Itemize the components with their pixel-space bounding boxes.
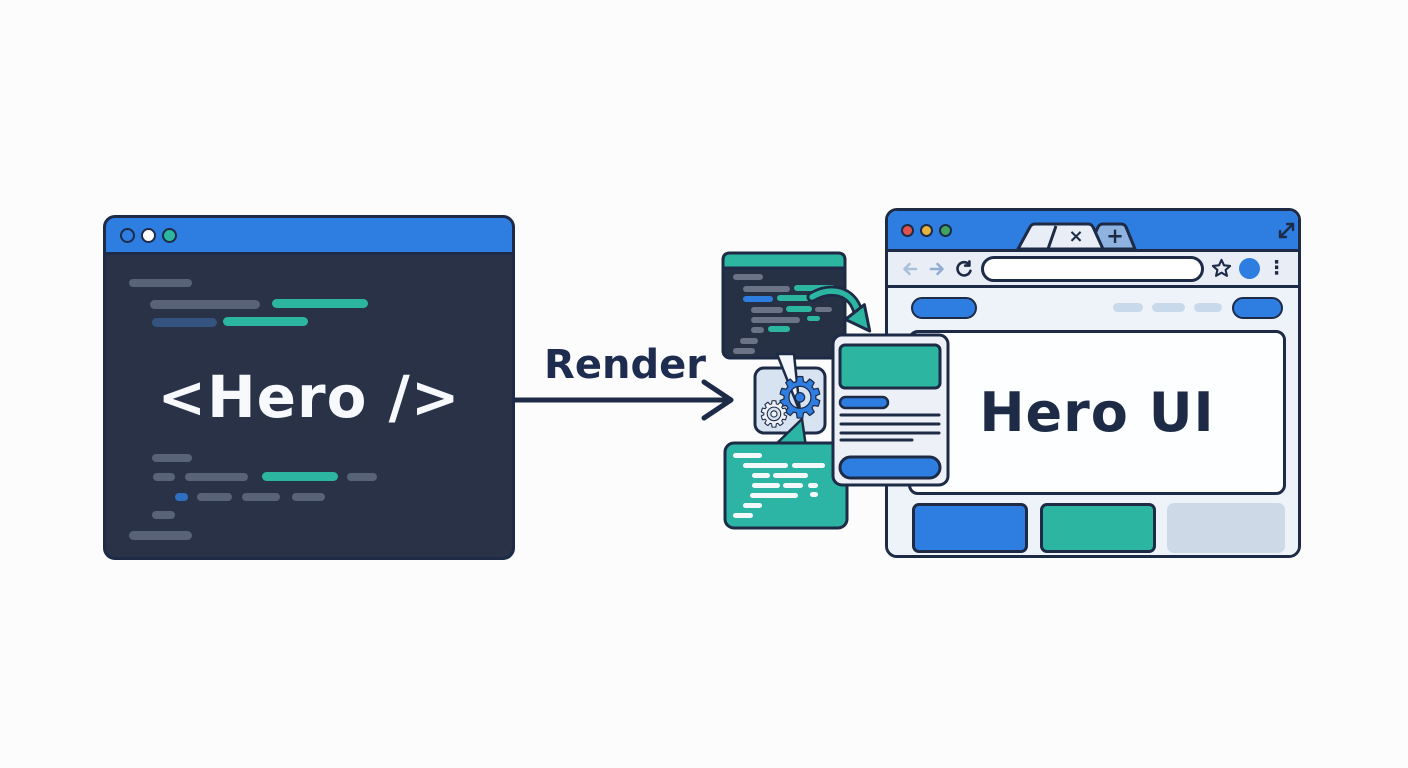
maximize-window-icon	[939, 224, 952, 237]
code-line-pill	[152, 318, 217, 327]
tab-divider	[1046, 225, 1058, 250]
code-line-pill	[175, 493, 188, 501]
code-line-pill	[242, 493, 280, 501]
bookmark-star-icon	[1211, 258, 1232, 277]
gear-icon: ⚙	[759, 395, 789, 435]
cta-button-pill	[1232, 297, 1283, 319]
code-line-pill	[292, 493, 325, 501]
browser-window: × +	[885, 208, 1301, 558]
expand-icon	[1278, 222, 1295, 239]
render-pipeline-cluster: ⚙ ⚙	[721, 251, 950, 530]
teal-code-bubble	[723, 441, 849, 530]
component-tag-text: <Hero />	[157, 363, 461, 431]
address-bar	[981, 255, 1204, 282]
new-tab-plus-icon: +	[1106, 224, 1124, 248]
code-line-pill	[347, 473, 377, 481]
code-line-pill	[129, 531, 192, 540]
curved-arrow-icon	[806, 285, 872, 333]
card-image-placeholder	[838, 343, 942, 390]
forward-icon	[929, 262, 944, 275]
card-text-lines	[839, 413, 941, 442]
browser-toolbar: ⋮	[888, 252, 1298, 288]
close-window-icon	[901, 224, 914, 237]
window-control-icon	[162, 227, 177, 243]
window-control-icon	[120, 227, 135, 243]
mini-window-header	[721, 251, 847, 270]
browser-viewport: Hero UI	[888, 288, 1298, 555]
code-line-pill	[223, 317, 308, 326]
code-line-pill	[150, 300, 260, 309]
render-label: Render	[544, 342, 706, 388]
minimize-window-icon	[920, 224, 933, 237]
build-gear-box: ⚙ ⚙	[753, 352, 827, 449]
active-tab	[1016, 222, 1105, 251]
nav-link-pill	[1194, 303, 1222, 312]
code-line-pill	[272, 299, 368, 308]
code-editor-window: <Hero />	[103, 215, 515, 560]
nav-link-pill	[1113, 303, 1143, 312]
content-card-light	[1167, 503, 1285, 553]
mini-code-window	[721, 251, 847, 360]
content-card-blue	[912, 503, 1028, 553]
browser-titlebar: × +	[888, 211, 1298, 252]
editor-code-area: <Hero />	[106, 255, 512, 557]
tab-close-icon: ×	[1068, 226, 1083, 247]
code-line-pill	[129, 279, 192, 287]
code-line-pill	[153, 473, 175, 481]
reload-icon	[956, 259, 972, 277]
browser-window-controls	[901, 224, 952, 237]
gear-icon: ⚙	[776, 367, 824, 430]
code-line-pill	[262, 472, 338, 481]
code-line-pill	[197, 493, 232, 501]
code-line-pill	[152, 454, 192, 462]
render-arrow-icon	[512, 379, 734, 421]
profile-avatar	[1239, 258, 1260, 279]
code-to-gear-tail	[775, 352, 802, 414]
content-card-teal	[1040, 503, 1156, 553]
card-button-pill	[838, 455, 942, 480]
site-logo-pill	[911, 297, 977, 319]
hero-section: Hero UI	[908, 330, 1286, 495]
window-control-icon	[141, 227, 156, 243]
card-badge-pill	[838, 395, 890, 410]
component-card	[831, 333, 950, 487]
browser-tab-strip: × +	[1016, 222, 1295, 251]
nav-link-pill	[1152, 303, 1185, 312]
back-icon	[903, 262, 918, 275]
bubble-text-lines	[733, 453, 825, 518]
menu-kebab-icon: ⋮	[1267, 257, 1286, 279]
code-line-pill	[185, 473, 248, 481]
code-line-pill	[152, 511, 175, 519]
hero-title: Hero UI	[979, 381, 1215, 444]
editor-titlebar	[106, 218, 512, 255]
